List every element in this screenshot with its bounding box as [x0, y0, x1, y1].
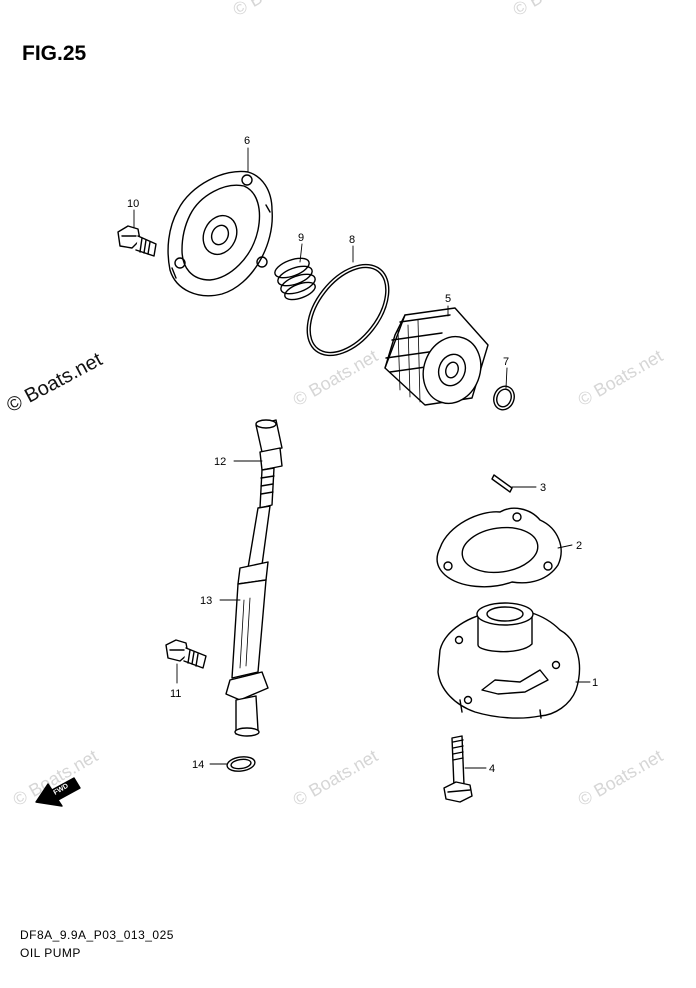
fig-title: FIG.25: [22, 42, 87, 65]
fwd-arrow-icon: [35, 777, 81, 807]
leader-lines: [133, 147, 591, 769]
o-ring-7: [493, 385, 515, 411]
callout-9: 9: [298, 232, 304, 244]
bolt-10: [117, 225, 157, 257]
callout-3: 3: [540, 482, 546, 494]
callout-5: 5: [445, 293, 451, 305]
callout-4: 4: [489, 763, 495, 775]
filter-cover-6: [167, 170, 273, 297]
callout-6: 6: [244, 135, 250, 147]
diagram-code: DF8A_9.9A_P03_013_025: [20, 928, 174, 942]
spring-9: [274, 257, 316, 301]
o-ring-8: [306, 263, 390, 357]
oil-pump-body-1: [437, 602, 581, 719]
diagram-name: OIL PUMP: [20, 946, 81, 960]
callout-13: 13: [200, 595, 212, 607]
callout-8: 8: [349, 234, 355, 246]
fitting-12: [255, 419, 283, 509]
callout-11: 11: [170, 688, 181, 700]
gasket-2: [436, 507, 562, 588]
bolt-11: [165, 639, 207, 669]
callout-12: 12: [214, 456, 226, 468]
o-ring-14: [226, 756, 256, 772]
callout-7: 7: [503, 356, 509, 368]
bolt-4: [443, 735, 473, 803]
callout-1: 1: [592, 677, 598, 689]
oil-filter-5: [384, 307, 489, 406]
callout-14: 14: [192, 759, 204, 771]
pipe-13: [225, 505, 271, 737]
pin-3: [491, 474, 513, 493]
callout-2: 2: [576, 540, 582, 552]
callout-10: 10: [127, 198, 139, 210]
